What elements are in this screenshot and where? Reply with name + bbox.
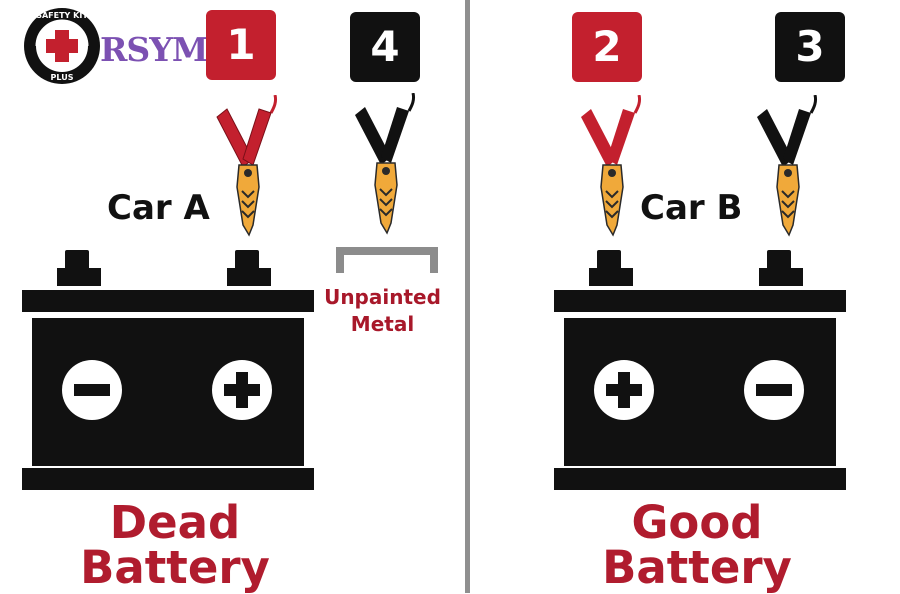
negative-terminal-icon bbox=[744, 360, 804, 420]
step-badge-1: 1 bbox=[206, 10, 276, 80]
svg-text:SAFETY KIT: SAFETY KIT bbox=[36, 11, 88, 20]
dead-battery bbox=[22, 250, 314, 490]
step-badge-3: 3 bbox=[775, 12, 845, 82]
unpainted-metal-bracket bbox=[336, 247, 438, 273]
black-clamp-unpainted-metal bbox=[355, 93, 415, 235]
step-badge-4: 4 bbox=[350, 12, 420, 82]
unpainted-label-line2: Metal bbox=[350, 312, 415, 336]
good-battery-title: Good Battery bbox=[582, 500, 812, 590]
dead-title-line2: Battery bbox=[80, 541, 270, 594]
good-title-line2: Battery bbox=[602, 541, 792, 594]
unpainted-metal-label: Unpainted Metal bbox=[305, 284, 460, 338]
safety-kit-plus-logo: SAFETY KIT PLUS bbox=[24, 8, 100, 84]
panel-divider bbox=[465, 0, 470, 593]
red-clamp-car-b bbox=[581, 95, 641, 237]
good-title-line1: Good bbox=[631, 496, 763, 549]
dead-title-line1: Dead bbox=[109, 496, 241, 549]
unpainted-label-line1: Unpainted bbox=[324, 285, 441, 309]
step-badge-2: 2 bbox=[572, 12, 642, 82]
car-b-label: Car B bbox=[640, 188, 743, 228]
negative-terminal-icon bbox=[62, 360, 122, 420]
dead-battery-title: Dead Battery bbox=[60, 500, 290, 590]
red-clamp-car-a: .cable{stroke:#c3202e}.handle{fill:#c320… bbox=[215, 95, 278, 237]
good-battery bbox=[554, 250, 846, 490]
svg-text:PLUS: PLUS bbox=[51, 73, 74, 82]
black-clamp-car-b bbox=[757, 95, 817, 237]
car-a-label: Car A bbox=[107, 188, 210, 228]
positive-terminal-icon bbox=[212, 360, 272, 420]
positive-terminal-icon bbox=[594, 360, 654, 420]
